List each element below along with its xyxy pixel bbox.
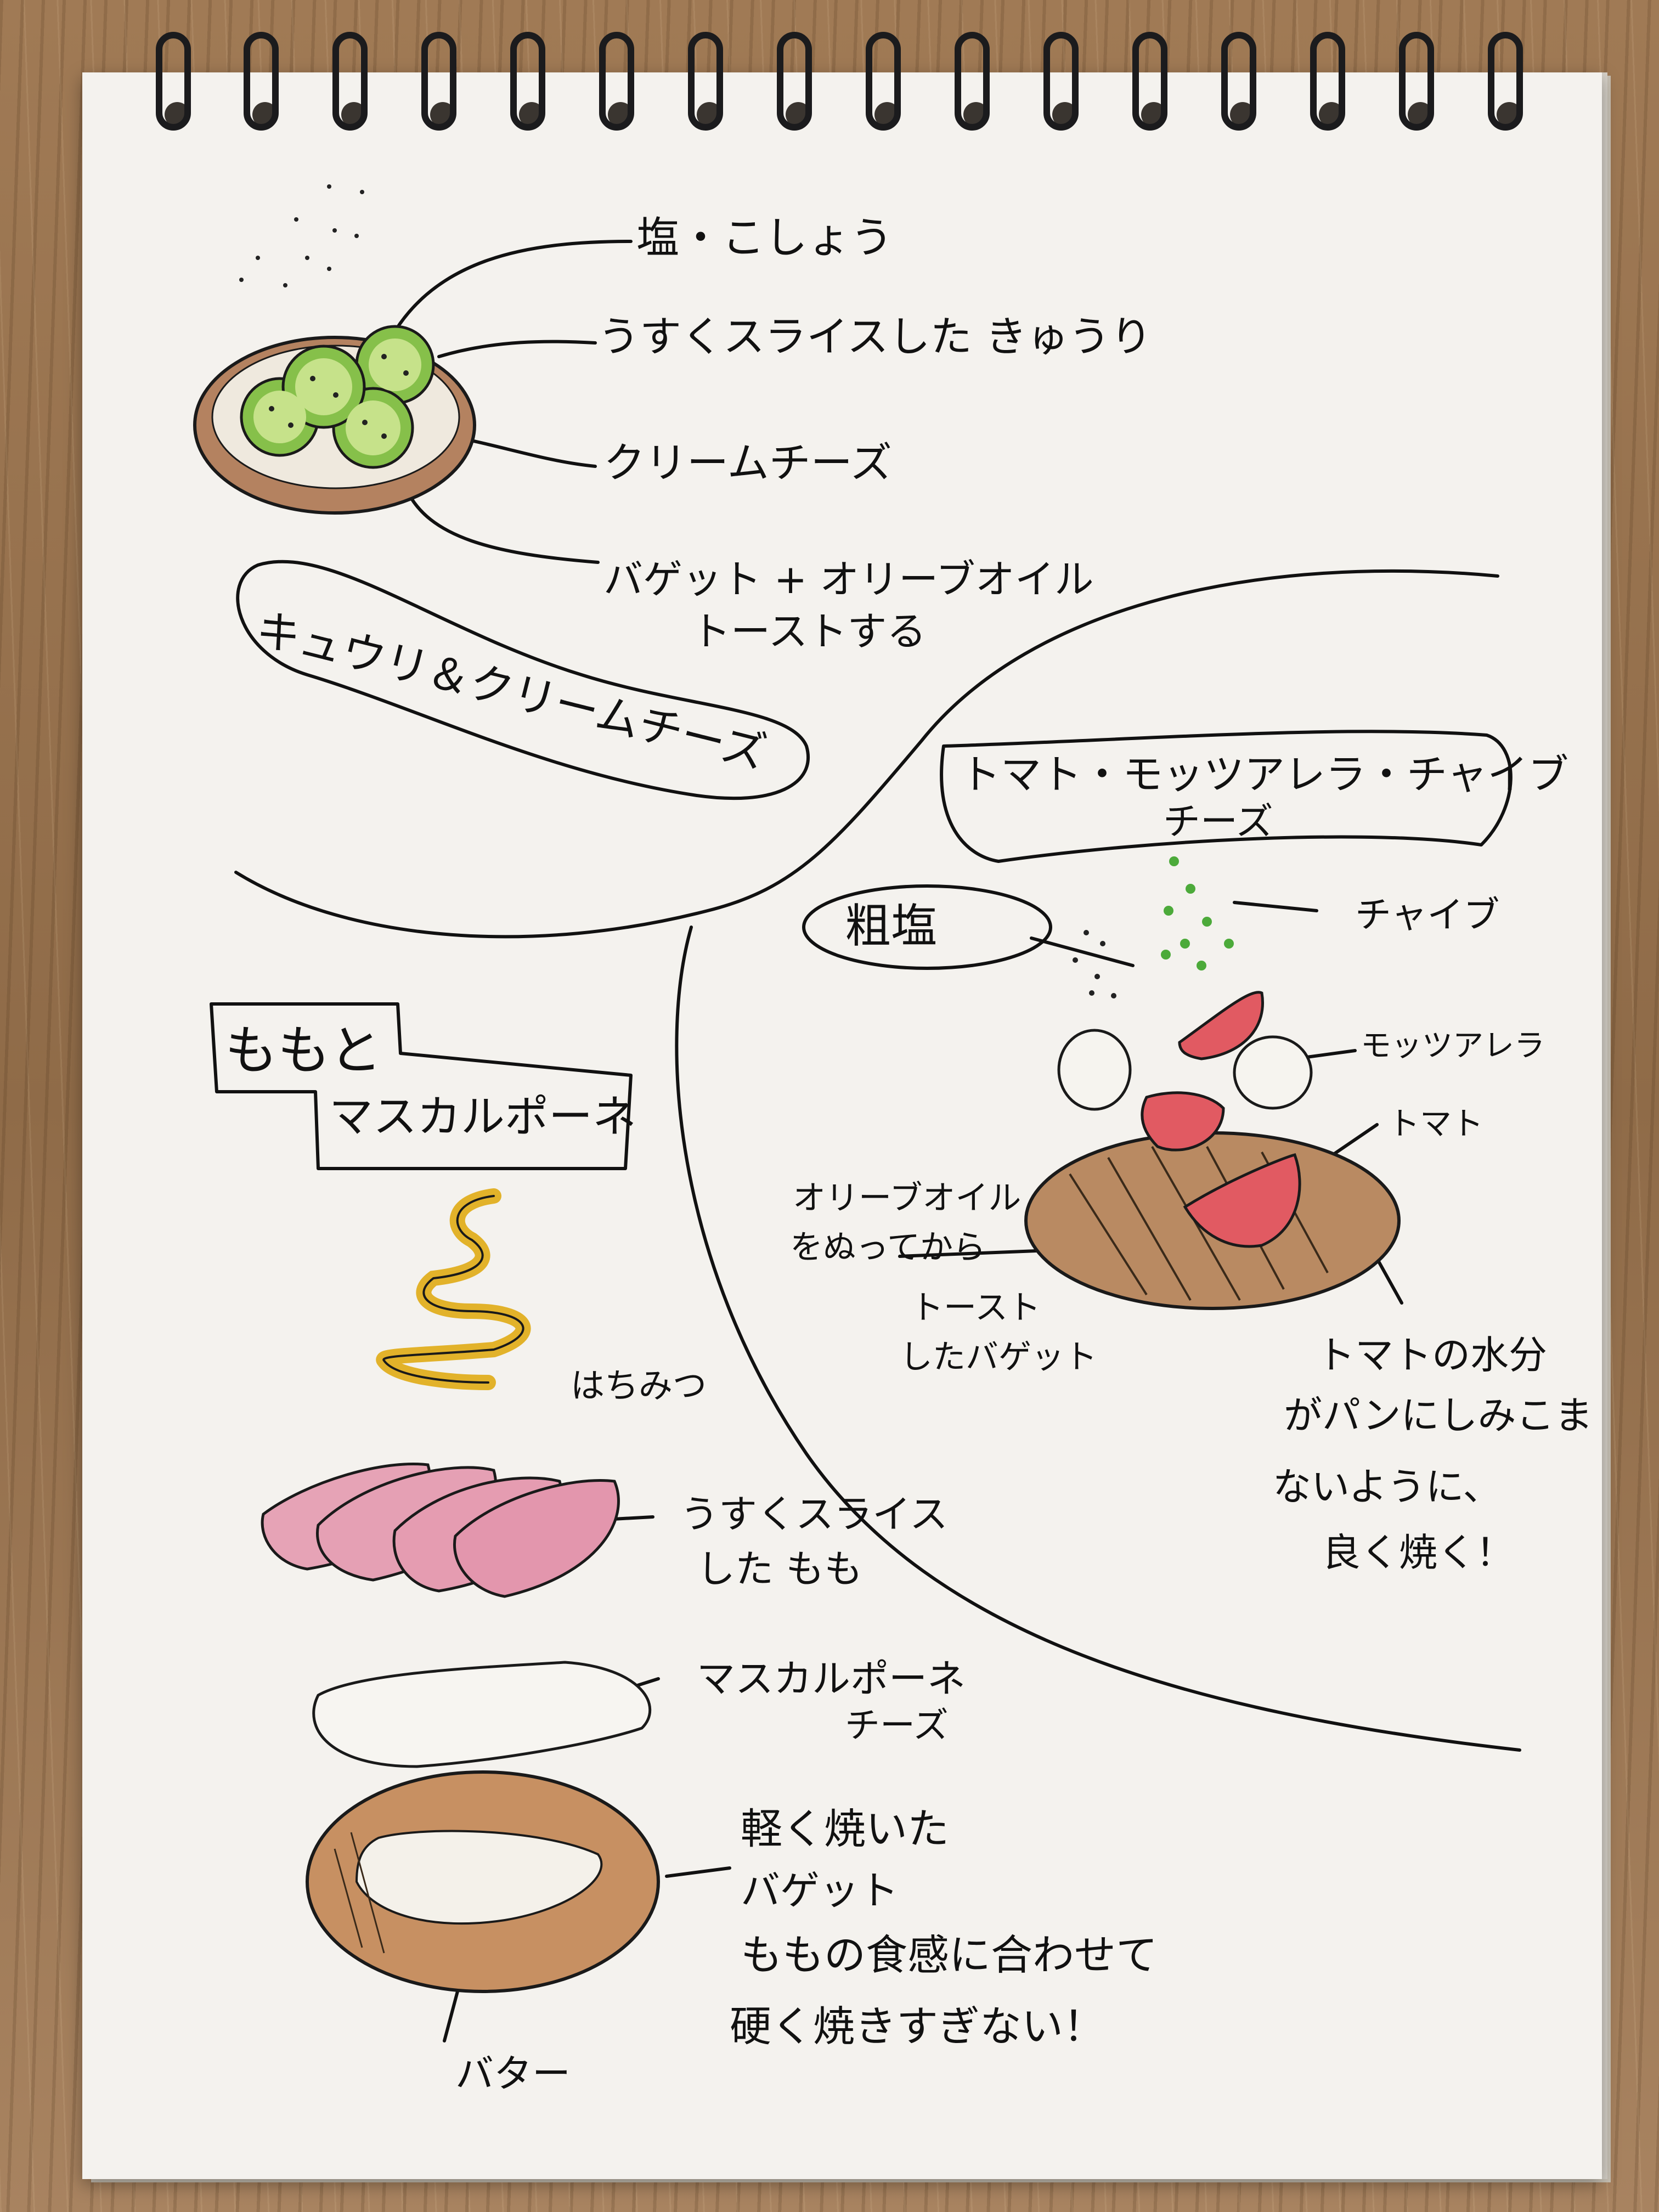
peach-label-peach-line1: うすくスライス [680,1492,948,1537]
tomato-label-tomato: トマト [1388,1105,1484,1142]
peach-label-mascarpone-line2: チーズ [845,1706,949,1746]
tomato-note-line2: がパンにしみこま [1284,1393,1593,1438]
cucumber-toast-drawing [193,184,476,515]
cucumber-title-bubble [236,560,810,800]
tomato-label-olive-oil-line2: をぬってから [790,1228,986,1267]
cucumber-label-toast: トーストする [691,608,927,654]
baguette-butter-drawing [306,1770,660,1993]
tomato-title-bubble [940,730,1513,863]
peach-section-title-line1: ももと [225,1020,382,1081]
cucumber-label-baguette-oil: バゲット + オリーブオイル [603,556,1094,602]
peach-slices-drawing [261,1462,620,1598]
peach-label-honey: はちみつ [571,1365,707,1406]
peach-title-box [210,1002,633,1170]
tomato-label-toast-line2: したバゲット [900,1338,1097,1376]
tomato-label-toast-line1: トースト [911,1289,1041,1327]
peach-label-baguette-line3: ももの食感に合わせて [741,1931,1158,1979]
tomato-label-chive: チャイブ [1355,894,1500,936]
tomato-label-olive-oil-line1: オリーブオイル [793,1179,1022,1217]
peach-section-title-line2: マスカルポーネ [329,1091,636,1142]
tomato-note-line1: トマトの水分 [1317,1333,1547,1378]
tomato-label-salt: 粗塩 [845,899,938,953]
divider-curve-top [234,569,1499,939]
peach-label-mascarpone-line1: マスカルポーネ [697,1656,966,1701]
divider-curve-bottom [675,926,1521,1752]
tomato-note-line3: ないように、 [1273,1464,1502,1509]
peach-label-baguette-line4: 硬く焼きすぎない！ [730,2002,1105,2051]
tomato-label-mozzarella: モッツアレラ [1361,1028,1545,1064]
peach-label-baguette-line1: 軽く焼いた [741,1804,949,1853]
salt-bubble [802,884,1052,970]
tomato-toast-drawing [1024,856,1401,1310]
cucumber-label-salt-pepper: 塩・こしょう [636,213,894,263]
peach-label-peach-line2: した もも [697,1547,863,1592]
tomato-section-title-line1: トマト・モッツアレラ・チャイブ [960,751,1569,798]
cucumber-label-cream-cheese: クリームチーズ [603,438,892,487]
honey-drizzle-drawing [376,1188,531,1390]
peach-label-baguette-line2: バゲット [741,1867,899,1914]
tomato-section-title-line2: チーズ [1163,800,1273,844]
cucumber-label-cucumber: うすくスライスした きゅうり [598,312,1152,361]
tomato-note-line4: 良く焼く！ [1322,1530,1514,1575]
mascarpone-drawing [312,1661,652,1768]
peach-label-butter: バター [455,2051,571,2096]
